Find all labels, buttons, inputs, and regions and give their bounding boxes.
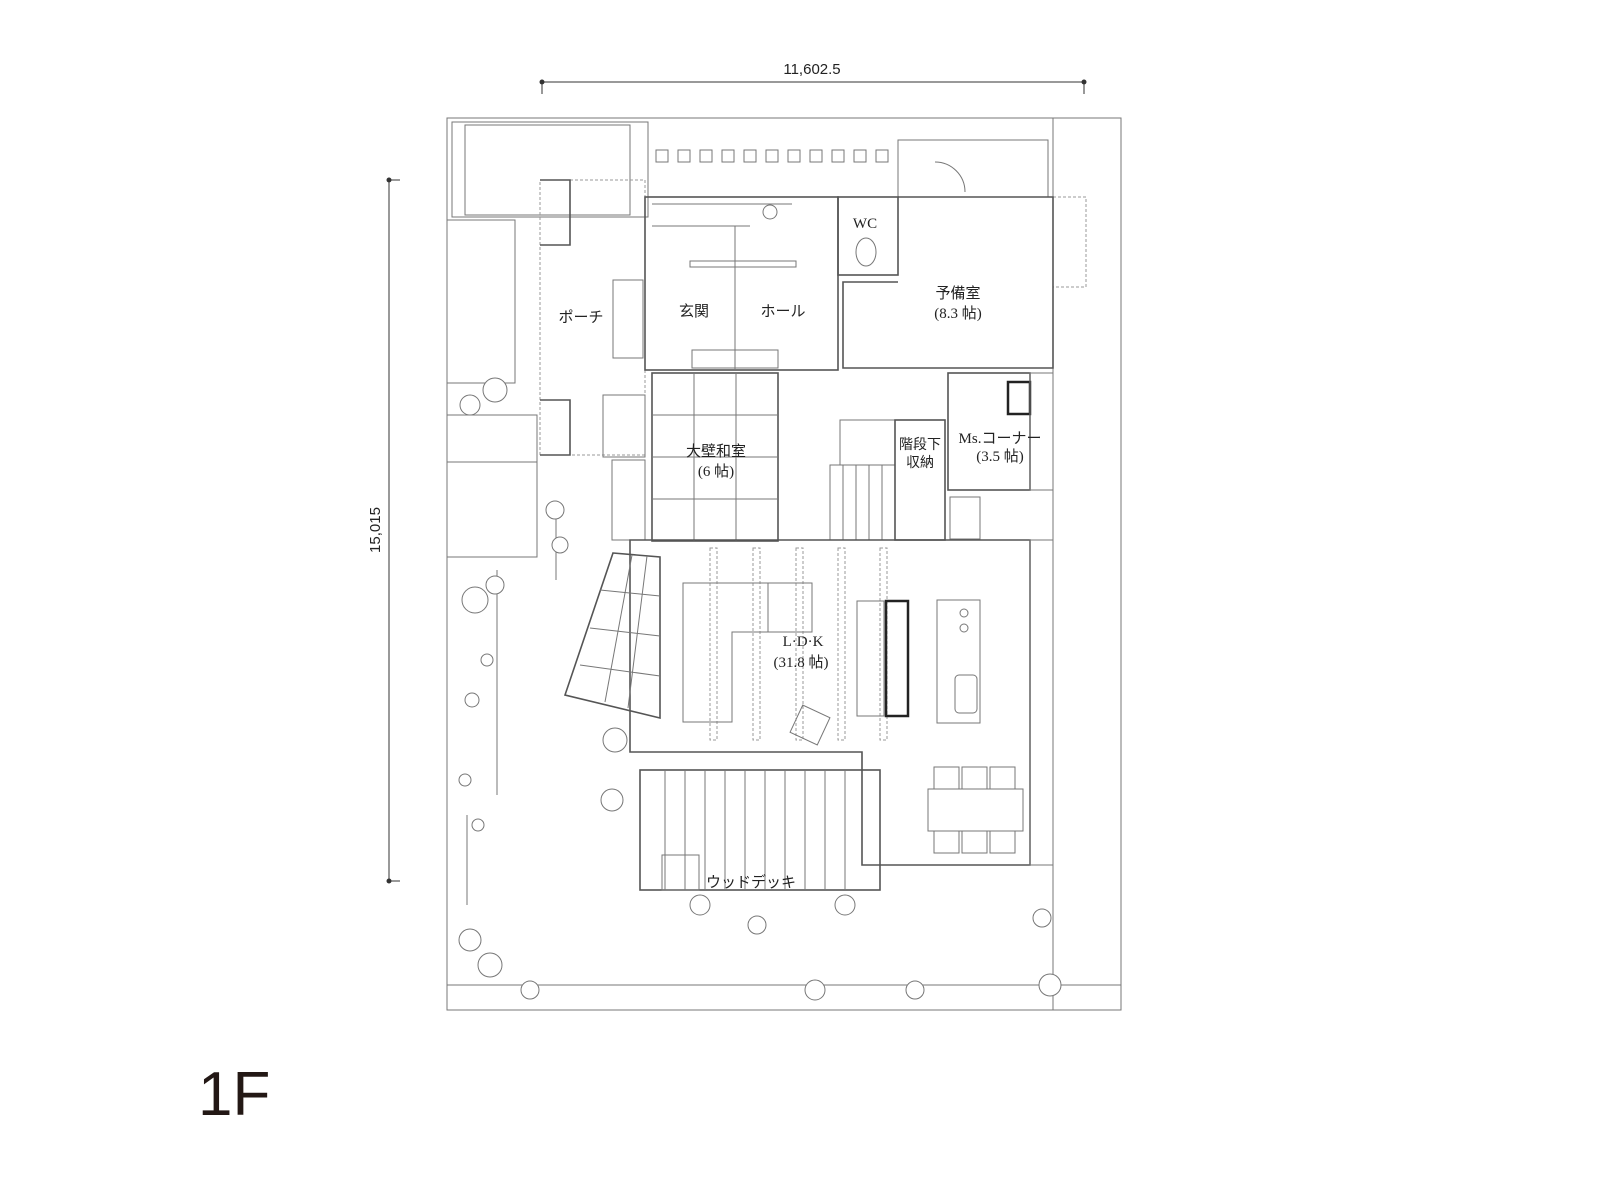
wood-deck-label: ウッドデッキ [706, 873, 796, 891]
chair [789, 704, 831, 746]
stairs-storage [829, 372, 1054, 541]
kitchen-island [936, 599, 981, 724]
width-dimension: 11,602.5 [539, 61, 1087, 94]
wc-room [837, 196, 899, 276]
garden-shrubs [458, 377, 1062, 1001]
depth-dimension-label: 15,015 [367, 507, 384, 553]
ms-corner-label: Ms.コーナー [959, 431, 1042, 447]
japanese-room-label: 大壁和室 [686, 443, 746, 460]
japanese-room [602, 372, 779, 542]
under-stairs-label-1: 階段下 [899, 437, 941, 453]
ldk-label: L·D·K [783, 634, 824, 650]
ms-corner-size: (3.5 帖) [976, 448, 1024, 465]
ldk-room [629, 539, 1054, 866]
under-stairs-label-2: 収納 [906, 455, 934, 471]
spare-room [842, 161, 1054, 369]
ldk-size: (31.8 帖) [774, 654, 829, 671]
spare-room-label: 予備室 [935, 285, 980, 302]
tiled-terrace [563, 552, 661, 720]
japanese-room-size: (6 帖) [698, 463, 734, 480]
stepping-pavers [655, 149, 889, 163]
width-dimension-label: 11,602.5 [783, 61, 840, 78]
spare-room-size: (8.3 帖) [934, 305, 982, 322]
hall-label: ホール [760, 304, 805, 320]
exterior-structures [446, 121, 1087, 905]
porch-label: ポーチ [558, 309, 603, 326]
wc-label: WC [853, 216, 877, 232]
sofa [682, 582, 813, 723]
wood-deck [639, 769, 881, 891]
entrance-hall [612, 196, 839, 371]
depth-dimension: 15,015 [367, 177, 400, 884]
dining-table [927, 788, 1024, 832]
entrance-label: 玄関 [679, 303, 709, 320]
floor-label: 1F [198, 1060, 270, 1129]
